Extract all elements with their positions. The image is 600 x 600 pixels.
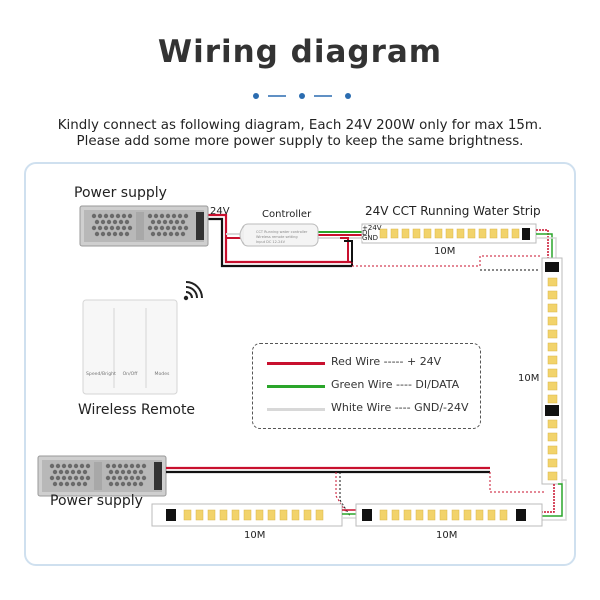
bottom-middle-jumper (342, 509, 356, 519)
remote-button-modes: Modes (154, 372, 170, 377)
legend-red-text: Red Wire ----- + 24V (331, 355, 442, 368)
pin-label-di: DI (362, 229, 370, 237)
svg-text:Wireless remote setting: Wireless remote setting (256, 235, 298, 239)
led-strip-bottom-right (355, 503, 543, 527)
title-divider (253, 93, 351, 99)
svg-text:Input DC 12-24V: Input DC 12-24V (256, 240, 286, 244)
strip-right-length: 10M (518, 373, 540, 384)
led-strip-bottom-left (151, 503, 343, 527)
wire-legend: Red Wire ----- + 24V Green Wire ---- DI/… (252, 343, 481, 429)
pin-label-24v: +24V (362, 224, 382, 232)
led-strip-right (541, 257, 563, 485)
diagram-frame (24, 162, 576, 566)
power-supply-bottom-label: Power supply (50, 493, 143, 509)
strip-top-length: 10M (434, 246, 456, 257)
red-wire-swatch (267, 362, 325, 365)
remote-button-onoff: On/Off (122, 372, 138, 377)
controller-label: Controller (262, 209, 312, 220)
legend-row-red: Red Wire ----- + 24V (267, 355, 477, 371)
legend-white-text: White Wire ---- GND/-24V (331, 401, 469, 414)
strip-bottom-left-length: 10M (244, 530, 266, 541)
wifi-signal-icon (183, 281, 203, 301)
instruction-line-2: Please add some more power supply to kee… (76, 134, 524, 149)
instruction-line-1: Kindly connect as following diagram, Eac… (57, 118, 543, 133)
white-wire-swatch (267, 408, 325, 411)
voltage-label: 24V (210, 206, 230, 217)
controller-device: CCT Running water controller Wireless re… (239, 223, 319, 247)
power-supply-top (79, 205, 209, 247)
top-right-jumper (351, 229, 557, 271)
connector-pins-top: +24V DI GND (362, 224, 382, 242)
legend-row-green: Green Wire ---- DI/DATA (267, 378, 477, 394)
legend-green-text: Green Wire ---- DI/DATA (331, 378, 460, 391)
strip-title: 24V CCT Running Water Strip (365, 204, 541, 218)
top-power-wires (208, 213, 352, 268)
legend-row-white: White Wire ---- GND/-24V (267, 401, 477, 417)
remote-button-speed: Speed/Bright (86, 372, 116, 377)
pin-label-gnd: GND (362, 234, 379, 242)
page-title: Wiring diagram (157, 34, 443, 70)
controller-to-strip-wires (318, 231, 362, 266)
wireless-remote-label: Wireless Remote (78, 402, 196, 418)
svg-text:CCT Running water controller: CCT Running water controller (256, 230, 308, 234)
wireless-remote-device (82, 299, 178, 395)
green-wire-swatch (267, 385, 325, 388)
power-supply-top-label: Power supply (74, 185, 167, 201)
strip-bottom-right-length: 10M (436, 530, 458, 541)
bottom-power-wires (166, 466, 567, 521)
led-strip-top (361, 223, 537, 244)
power-supply-bottom (37, 455, 167, 497)
